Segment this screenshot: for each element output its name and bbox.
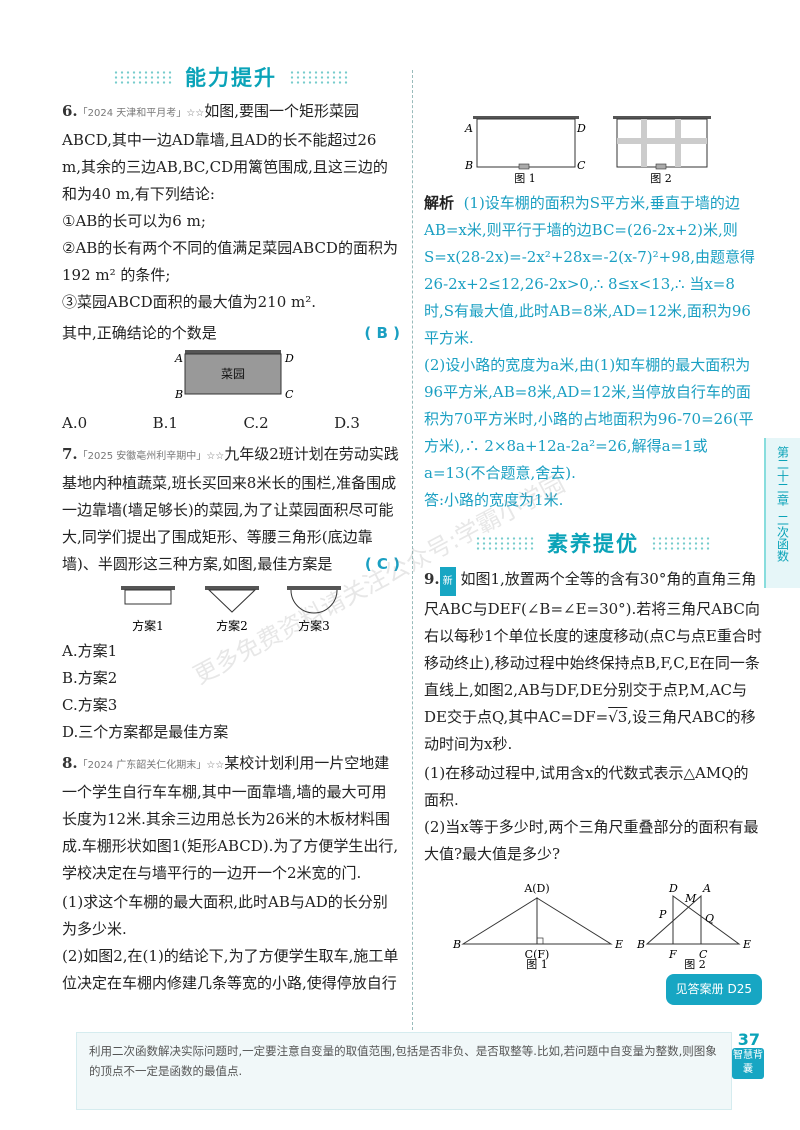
question-7: 7.「2025 安徽亳州利辛期中」☆☆九年级2班计划在劳动实践基地内种植蔬菜,班… [62, 445, 400, 741]
svg-text:B: B [464, 159, 473, 172]
svg-text:A: A [174, 352, 183, 365]
answer: ( B ) [364, 324, 400, 342]
difficulty-stars-icon: ☆☆ [186, 108, 205, 119]
wisdom-badge: 智慧背囊 [732, 1048, 764, 1079]
right-column: A B C D 图 1 图 2 解析 (1)设车棚的面积为S平方米,垂直于墙的边… [424, 64, 762, 1005]
section-title-literacy: 素养提优 [424, 526, 762, 560]
plans-figure: 方案1 方案2 方案3 [121, 586, 341, 633]
svg-text:E: E [614, 938, 623, 951]
left-column: 能力提升 6.「2024 天津和平月考」☆☆如图,要围一个矩形菜园ABCD,其中… [62, 60, 400, 997]
chapter-side-tab[interactable]: 第二十二章 二次函数 [764, 438, 800, 588]
options-6: A.0 B.1 C.2 D.3 [62, 414, 360, 432]
question-8: 8.「2024 广东韶关仁化期末」☆☆某校计划利用一片空地建一个学生自行车车棚,… [62, 750, 400, 997]
svg-text:方案2: 方案2 [216, 618, 248, 633]
triangles-figure: A(D) B C(F) E 图 1 D M A P Q B F C E 图 2 [452, 882, 751, 970]
shed-figures: A B C D 图 1 图 2 [464, 116, 711, 184]
svg-text:图 1: 图 1 [526, 958, 548, 970]
see-answer-button[interactable]: 见答案册 D25 [665, 974, 762, 1005]
svg-text:C: C [577, 159, 586, 172]
svg-text:E: E [742, 938, 751, 951]
svg-text:B: B [174, 388, 183, 401]
difficulty-stars-icon: ☆☆ [206, 760, 225, 771]
solution-8: 解析 (1)设车棚的面积为S平方米,垂直于墙的边AB=x米,则平行于墙的边BC=… [424, 194, 756, 509]
svg-text:D: D [576, 122, 586, 135]
svg-text:A(D): A(D) [523, 882, 549, 895]
svg-text:A: A [702, 882, 711, 895]
question-9: 9.新 如图1,放置两个全等的含有30°角的直角三角尺ABC与DEF(∠B=∠E… [424, 566, 762, 1005]
svg-text:B: B [452, 938, 461, 951]
section-title-ability: 能力提升 [62, 60, 400, 94]
svg-text:方案3: 方案3 [298, 618, 330, 633]
tip-box: 利用二次函数解决实际问题时,一定要注意自变量的取值范围,包括是否非负、是否取整等… [76, 1032, 732, 1110]
svg-text:C(F): C(F) [525, 948, 550, 961]
source-tag: 「2025 安徽亳州利辛期中」 [77, 451, 207, 462]
svg-text:B: B [636, 938, 645, 951]
question-6: 6.「2024 天津和平月考」☆☆如图,要围一个矩形菜园ABCD,其中一边AD靠… [62, 98, 400, 437]
source-tag: 「2024 广东韶关仁化期末」 [77, 760, 207, 771]
svg-text:P: P [658, 908, 667, 921]
question-8-part2-start: (2)如图2,在(1)的结论下,为了方便学生取车,施工单位决定在车棚内修建几条等… [62, 947, 399, 992]
svg-text:D: D [284, 352, 294, 365]
garden-figure: 菜园 A B C D [174, 350, 294, 401]
difficulty-stars-icon: ☆☆ [206, 451, 225, 462]
svg-text:C: C [285, 388, 294, 401]
svg-text:C: C [699, 948, 708, 961]
svg-text:A: A [464, 122, 473, 135]
svg-text:Q: Q [705, 912, 714, 925]
svg-text:D: D [668, 882, 678, 895]
column-divider [412, 70, 413, 1030]
page-number: 37 [737, 1030, 760, 1049]
svg-text:菜园: 菜园 [221, 367, 245, 381]
svg-text:M: M [684, 892, 697, 905]
svg-text:F: F [668, 948, 677, 961]
svg-text:图 1: 图 1 [514, 172, 536, 184]
answer: ( C ) [364, 555, 400, 573]
svg-text:图 2: 图 2 [650, 172, 672, 184]
source-tag: 「2024 天津和平月考」 [77, 108, 187, 119]
svg-text:图 2: 图 2 [684, 958, 706, 970]
svg-text:方案1: 方案1 [132, 618, 164, 633]
new-badge-icon: 新 [439, 567, 456, 596]
